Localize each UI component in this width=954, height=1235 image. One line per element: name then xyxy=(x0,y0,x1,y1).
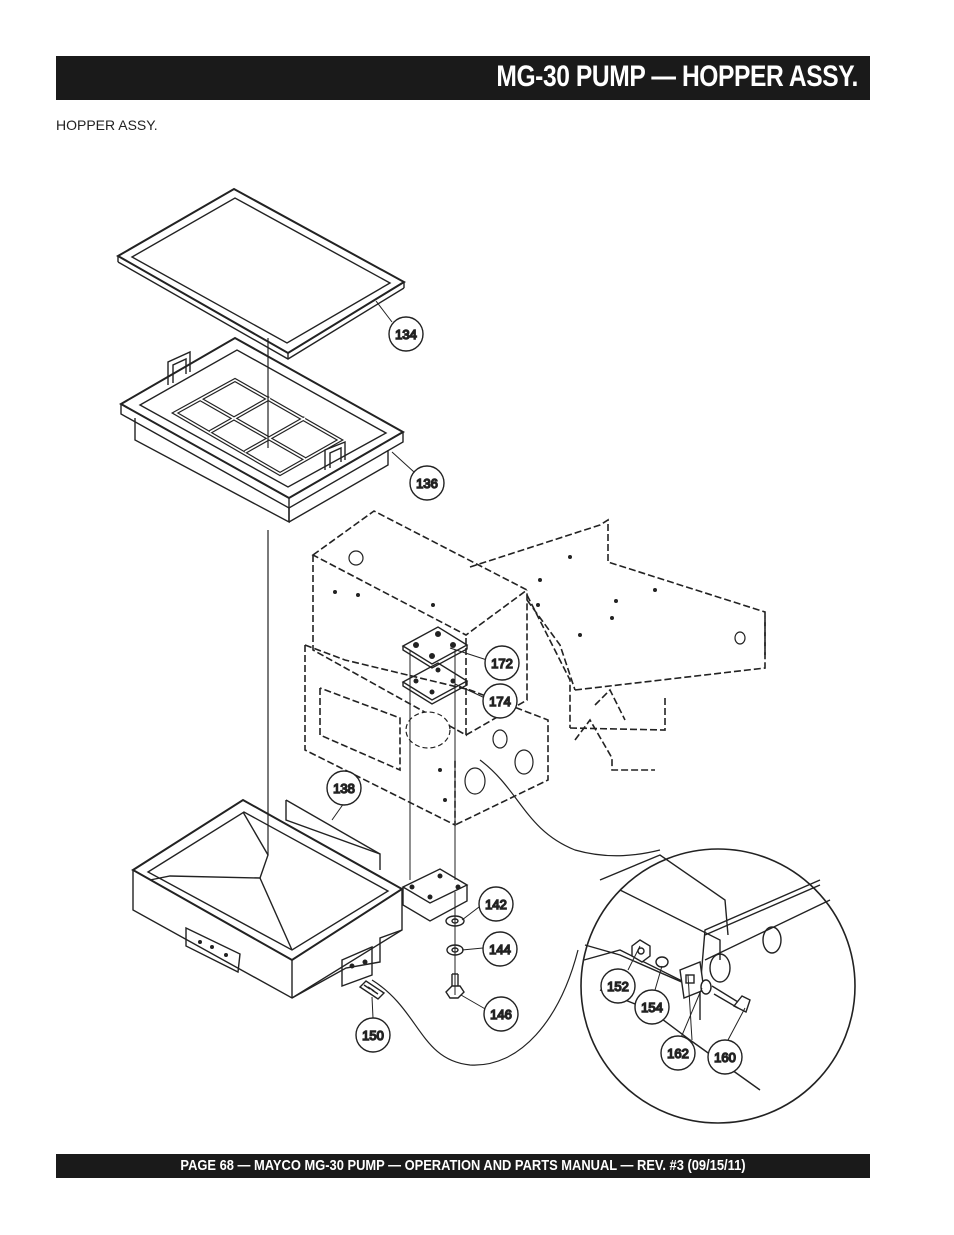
bolt-150-part xyxy=(358,980,386,1000)
callout-134: 134 xyxy=(388,316,424,352)
svg-text:136: 136 xyxy=(416,476,438,491)
callout-174: 174 xyxy=(482,683,518,719)
svg-text:142: 142 xyxy=(485,897,507,912)
footer-bar: PAGE 68 — MAYCO MG-30 PUMP — OPERATION A… xyxy=(56,1154,870,1178)
pump-frame-dashed xyxy=(304,510,766,827)
svg-text:154: 154 xyxy=(641,1000,663,1015)
callout-160: 160 xyxy=(707,1039,743,1075)
lower-hopper-part xyxy=(131,798,469,999)
callout-138: 138 xyxy=(326,770,362,806)
detail-view xyxy=(580,848,856,1124)
mounting-plates xyxy=(401,626,469,995)
svg-text:172: 172 xyxy=(491,656,513,671)
callout-136: 136 xyxy=(409,465,445,501)
svg-text:144: 144 xyxy=(489,942,511,957)
svg-text:162: 162 xyxy=(667,1046,689,1061)
hopper-frame-part xyxy=(118,336,406,524)
section-label: HOPPER ASSY. xyxy=(56,117,158,133)
callout-172: 172 xyxy=(484,645,520,681)
leader-lines xyxy=(331,300,746,1041)
svg-text:150: 150 xyxy=(362,1028,384,1043)
svg-text:146: 146 xyxy=(490,1007,512,1022)
callout-144: 144 xyxy=(482,931,518,967)
callout-150: 150 xyxy=(355,1017,391,1053)
footer-text: PAGE 68 — MAYCO MG-30 PUMP — OPERATION A… xyxy=(180,1157,746,1174)
callout-146: 146 xyxy=(483,996,519,1032)
page-title: MG-30 PUMP — HOPPER ASSY. xyxy=(496,60,858,93)
hopper-grate-part xyxy=(115,187,406,360)
callout-162: 162 xyxy=(660,1035,696,1071)
callouts: 134 136 172 174 138 142 144 146 xyxy=(326,316,743,1075)
svg-text:152: 152 xyxy=(607,979,629,994)
callout-152: 152 xyxy=(600,968,636,1004)
title-bar: MG-30 PUMP — HOPPER ASSY. xyxy=(56,56,870,100)
callout-154: 154 xyxy=(634,989,670,1025)
svg-text:138: 138 xyxy=(333,781,355,796)
svg-text:134: 134 xyxy=(395,327,417,342)
svg-text:160: 160 xyxy=(714,1050,736,1065)
svg-text:174: 174 xyxy=(489,694,511,709)
callout-142: 142 xyxy=(478,886,514,922)
